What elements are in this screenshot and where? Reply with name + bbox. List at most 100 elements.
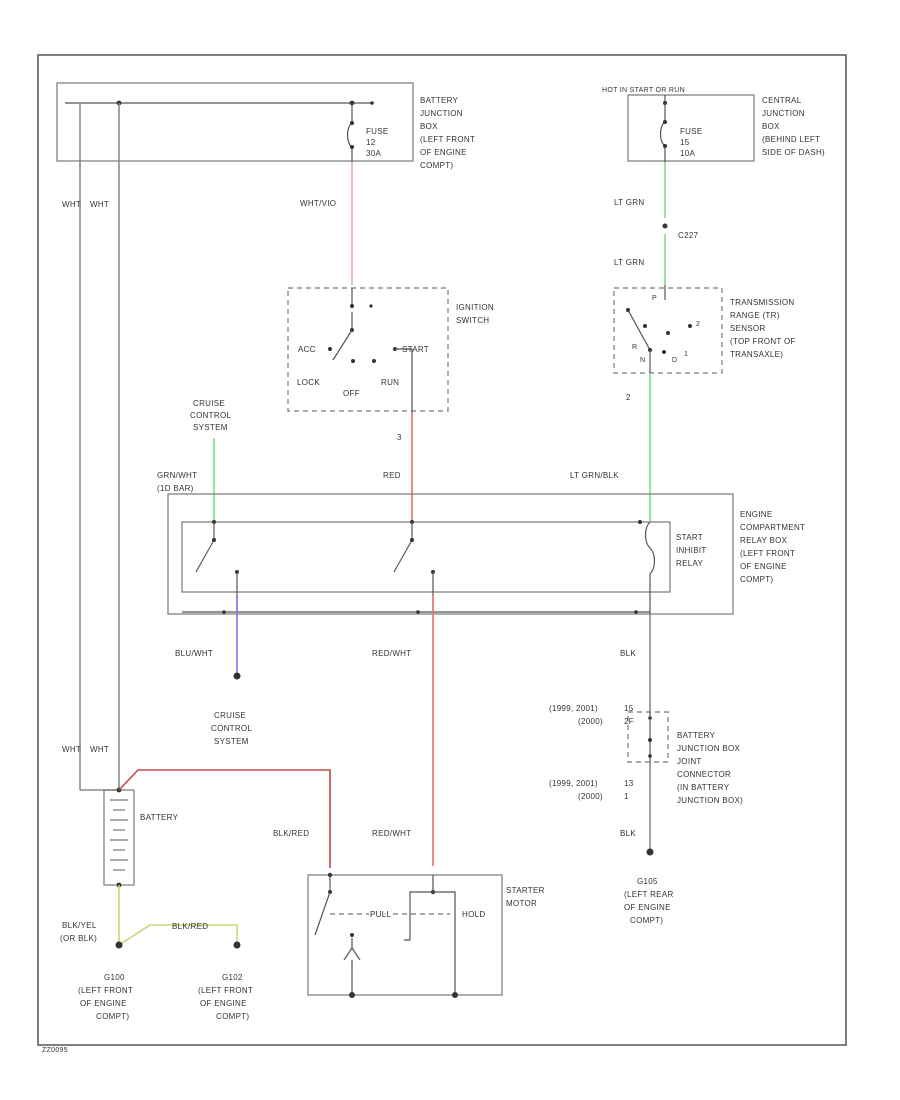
svg-text:OF ENGINE: OF ENGINE (200, 999, 247, 1008)
svg-text:15: 15 (624, 704, 634, 713)
red-wht-label: RED/WHT (372, 649, 411, 658)
ign-off-label: OFF (343, 389, 360, 398)
battery-ground-wires: BLK/YEL (OR BLK) BLK/RED G100 (LEFT FRON… (60, 885, 253, 1021)
jc-year-top-2: (2000) (578, 717, 603, 726)
svg-text:GRN/WHT: GRN/WHT (157, 471, 197, 480)
cruise-bottom-line3: SYSTEM (214, 737, 249, 746)
svg-text:BOX: BOX (420, 122, 438, 131)
svg-text:BLU/WHT: BLU/WHT (175, 649, 213, 658)
svg-text:OFF: OFF (343, 389, 360, 398)
tr-pos-r: R (632, 344, 637, 351)
svg-text:(LEFT FRONT: (LEFT FRONT (740, 549, 795, 558)
svg-text:(LEFT FRONT: (LEFT FRONT (78, 986, 133, 995)
svg-text:10A: 10A (680, 149, 695, 158)
central-junction-box: HOT IN START OR RUN FUSE 15 10A CENTRAL … (602, 87, 825, 162)
starter-relay-line1: START (676, 533, 703, 542)
wht-label-1: WHT (62, 200, 81, 209)
wht-label-4: WHT (90, 745, 109, 754)
central-jb-fuse-rating: 10A (680, 149, 695, 158)
ignition-switch-line1: IGNITION (456, 303, 494, 312)
svg-text:SIDE OF DASH): SIDE OF DASH) (762, 148, 825, 157)
svg-text:BLK: BLK (620, 829, 636, 838)
svg-text:LT GRN/BLK: LT GRN/BLK (570, 471, 619, 480)
svg-text:(IN BATTERY: (IN BATTERY (677, 783, 730, 792)
svg-text:BATTERY: BATTERY (420, 96, 459, 105)
central-jb-line4: (BEHIND LEFT (762, 135, 820, 144)
starter-motor-line1: STARTER (506, 886, 545, 895)
blk-yel-label: BLK/YEL (62, 921, 97, 930)
cruise-bottom-line2: CONTROL (211, 724, 252, 733)
starter-motor-line2: MOTOR (506, 899, 537, 908)
svg-text:1: 1 (624, 792, 629, 801)
ign-run-label: RUN (381, 378, 399, 387)
jc-pin-top-2: 2F (624, 717, 634, 726)
tr-sensor-line2: RANGE (TR) (730, 311, 780, 320)
svg-text:BATTERY: BATTERY (140, 813, 179, 822)
svg-text:SYSTEM: SYSTEM (214, 737, 249, 746)
lt-grn-wire: LT GRN C227 LT GRN (614, 162, 698, 285)
svg-text:ZZ0095: ZZ0095 (42, 1047, 68, 1054)
svg-text:R: R (632, 344, 637, 351)
svg-text:START: START (676, 533, 703, 542)
svg-text:COMPT): COMPT) (96, 1012, 129, 1021)
g-rear-line4: COMPT) (630, 916, 663, 925)
ign-start-label: START (402, 345, 429, 354)
svg-text:(BEHIND LEFT: (BEHIND LEFT (762, 135, 820, 144)
relay-input-wires: CRUISE CONTROL SYSTEM GRN/WHT (1D BAR) R… (157, 373, 651, 522)
svg-text:BATTERY: BATTERY (677, 731, 716, 740)
cruise-top-line2: CONTROL (190, 411, 231, 420)
red-label: RED (383, 471, 401, 480)
wht-label-3: WHT (62, 745, 81, 754)
svg-text:ACC: ACC (298, 345, 316, 354)
ign-lock-label: LOCK (297, 378, 320, 387)
blk-red-battery-cable: BLK/RED (118, 769, 331, 868)
blk-yel-sub: (OR BLK) (60, 934, 97, 943)
joint-connector-line6: JUNCTION BOX) (677, 796, 743, 805)
ignition-switch-line2: SWITCH (456, 316, 489, 325)
starter-relay-line3: RELAY (676, 559, 704, 568)
svg-text:BLK/YEL: BLK/YEL (62, 921, 97, 930)
svg-text:N: N (640, 357, 645, 364)
wht-battery-wires: WHT WHT WHT WHT (62, 103, 120, 791)
relay-box-line3: RELAY BOX (740, 536, 788, 545)
batt-jb-line3: BOX (420, 122, 438, 131)
svg-text:LOCK: LOCK (297, 378, 320, 387)
wht-label-2: WHT (90, 200, 109, 209)
central-jb-line3: BOX (762, 122, 780, 131)
battery: BATTERY (103, 787, 179, 888)
starter-hold-label: HOLD (462, 910, 485, 919)
blu-wht-label: BLU/WHT (175, 649, 213, 658)
svg-text:CONNECTOR: CONNECTOR (677, 770, 731, 779)
svg-text:HOLD: HOLD (462, 910, 485, 919)
svg-text:WHT: WHT (90, 200, 109, 209)
g-left2-line2: (LEFT FRONT (198, 986, 253, 995)
jc-year-bottom-2: (2000) (578, 792, 603, 801)
tr-sensor-line5: TRANSAXLE) (730, 350, 783, 359)
svg-text:(TOP FRONT OF: (TOP FRONT OF (730, 337, 796, 346)
battery-label: BATTERY (140, 813, 179, 822)
joint-connector: (1999, 2001) (2000) 15 2F (1999, 2001) (… (549, 704, 743, 925)
batt-jb-fuse-number: 12 (366, 138, 376, 147)
joint-connector-line5: (IN BATTERY (677, 783, 730, 792)
lt-grn-label-mid: LT GRN (614, 258, 644, 267)
relay-box-line6: COMPT) (740, 575, 773, 584)
relay-output-wires: BLU/WHT CRUISE CONTROL SYSTEM RED/WHT RE… (175, 595, 651, 866)
svg-text:RANGE (TR): RANGE (TR) (730, 311, 780, 320)
relay-box-line5: OF ENGINE (740, 562, 787, 571)
svg-text:(LEFT REAR: (LEFT REAR (624, 890, 674, 899)
central-jb-line5: SIDE OF DASH) (762, 148, 825, 157)
tr-pin-label: 2 (626, 393, 631, 402)
svg-text:SYSTEM: SYSTEM (193, 423, 228, 432)
svg-text:2: 2 (696, 321, 700, 328)
svg-text:BLK/RED: BLK/RED (172, 922, 208, 931)
batt-jb-line4: (LEFT FRONT (420, 135, 475, 144)
g-rear-line2: (LEFT REAR (624, 890, 674, 899)
svg-text:D: D (672, 357, 677, 364)
central-jb-header: HOT IN START OR RUN (602, 87, 685, 94)
svg-text:COMPARTMENT: COMPARTMENT (740, 523, 805, 532)
svg-text:G100: G100 (104, 973, 125, 982)
batt-jb-fuse-label: FUSE (366, 127, 389, 136)
g-left1-line2: (LEFT FRONT (78, 986, 133, 995)
svg-text:15: 15 (680, 138, 690, 147)
svg-text:SWITCH: SWITCH (456, 316, 489, 325)
